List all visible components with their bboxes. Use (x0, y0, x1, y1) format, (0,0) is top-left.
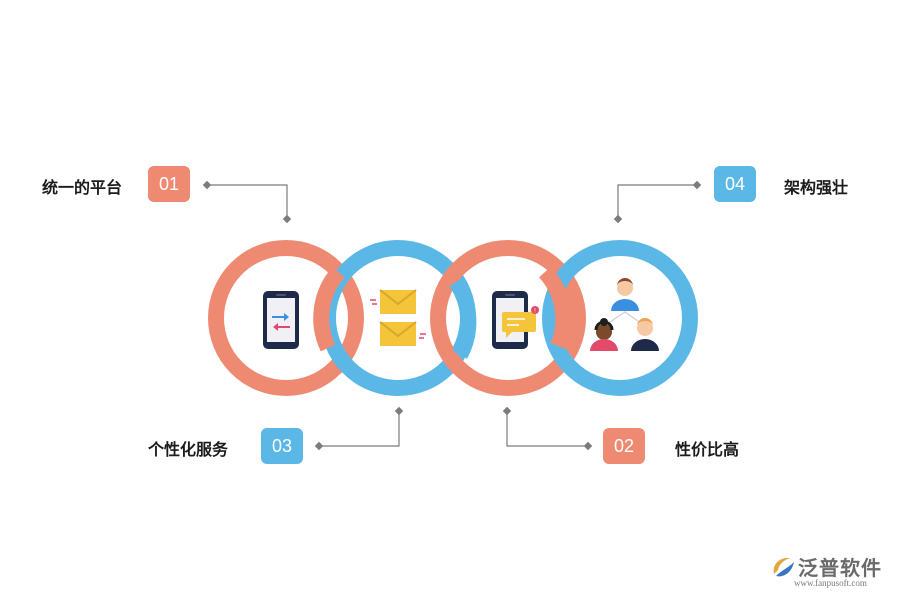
connector-02 (506, 411, 588, 447)
mail-icon (370, 289, 426, 346)
team-icon (590, 278, 659, 351)
logo-icon (773, 557, 794, 577)
logo-url: www.fanpusoft.com (794, 578, 867, 588)
badge-04: 04 (714, 166, 756, 202)
logo-text: 泛普软件 (798, 556, 882, 580)
label-01: 统一的平台 (42, 178, 123, 197)
transfer-phone-icon (263, 291, 299, 349)
connector-01 (207, 184, 288, 219)
badge-02: 02 (603, 428, 645, 464)
badge-01: 01 (148, 166, 190, 202)
ring-1 (208, 240, 364, 396)
badge-03: 03 (261, 428, 303, 464)
ring-4 (542, 240, 698, 396)
brand-logo: 泛普软件 www.fanpusoft.com (770, 552, 895, 592)
label-04: 架构强壮 (784, 178, 849, 197)
label-02: 性价比高 (675, 440, 740, 459)
connector-03 (319, 411, 400, 447)
svg-text:!: ! (534, 309, 536, 315)
connector-04 (617, 184, 697, 219)
chat-phone-icon: ! (492, 291, 539, 349)
label-03: 个性化服务 (148, 440, 229, 459)
ring-3 (430, 240, 586, 396)
